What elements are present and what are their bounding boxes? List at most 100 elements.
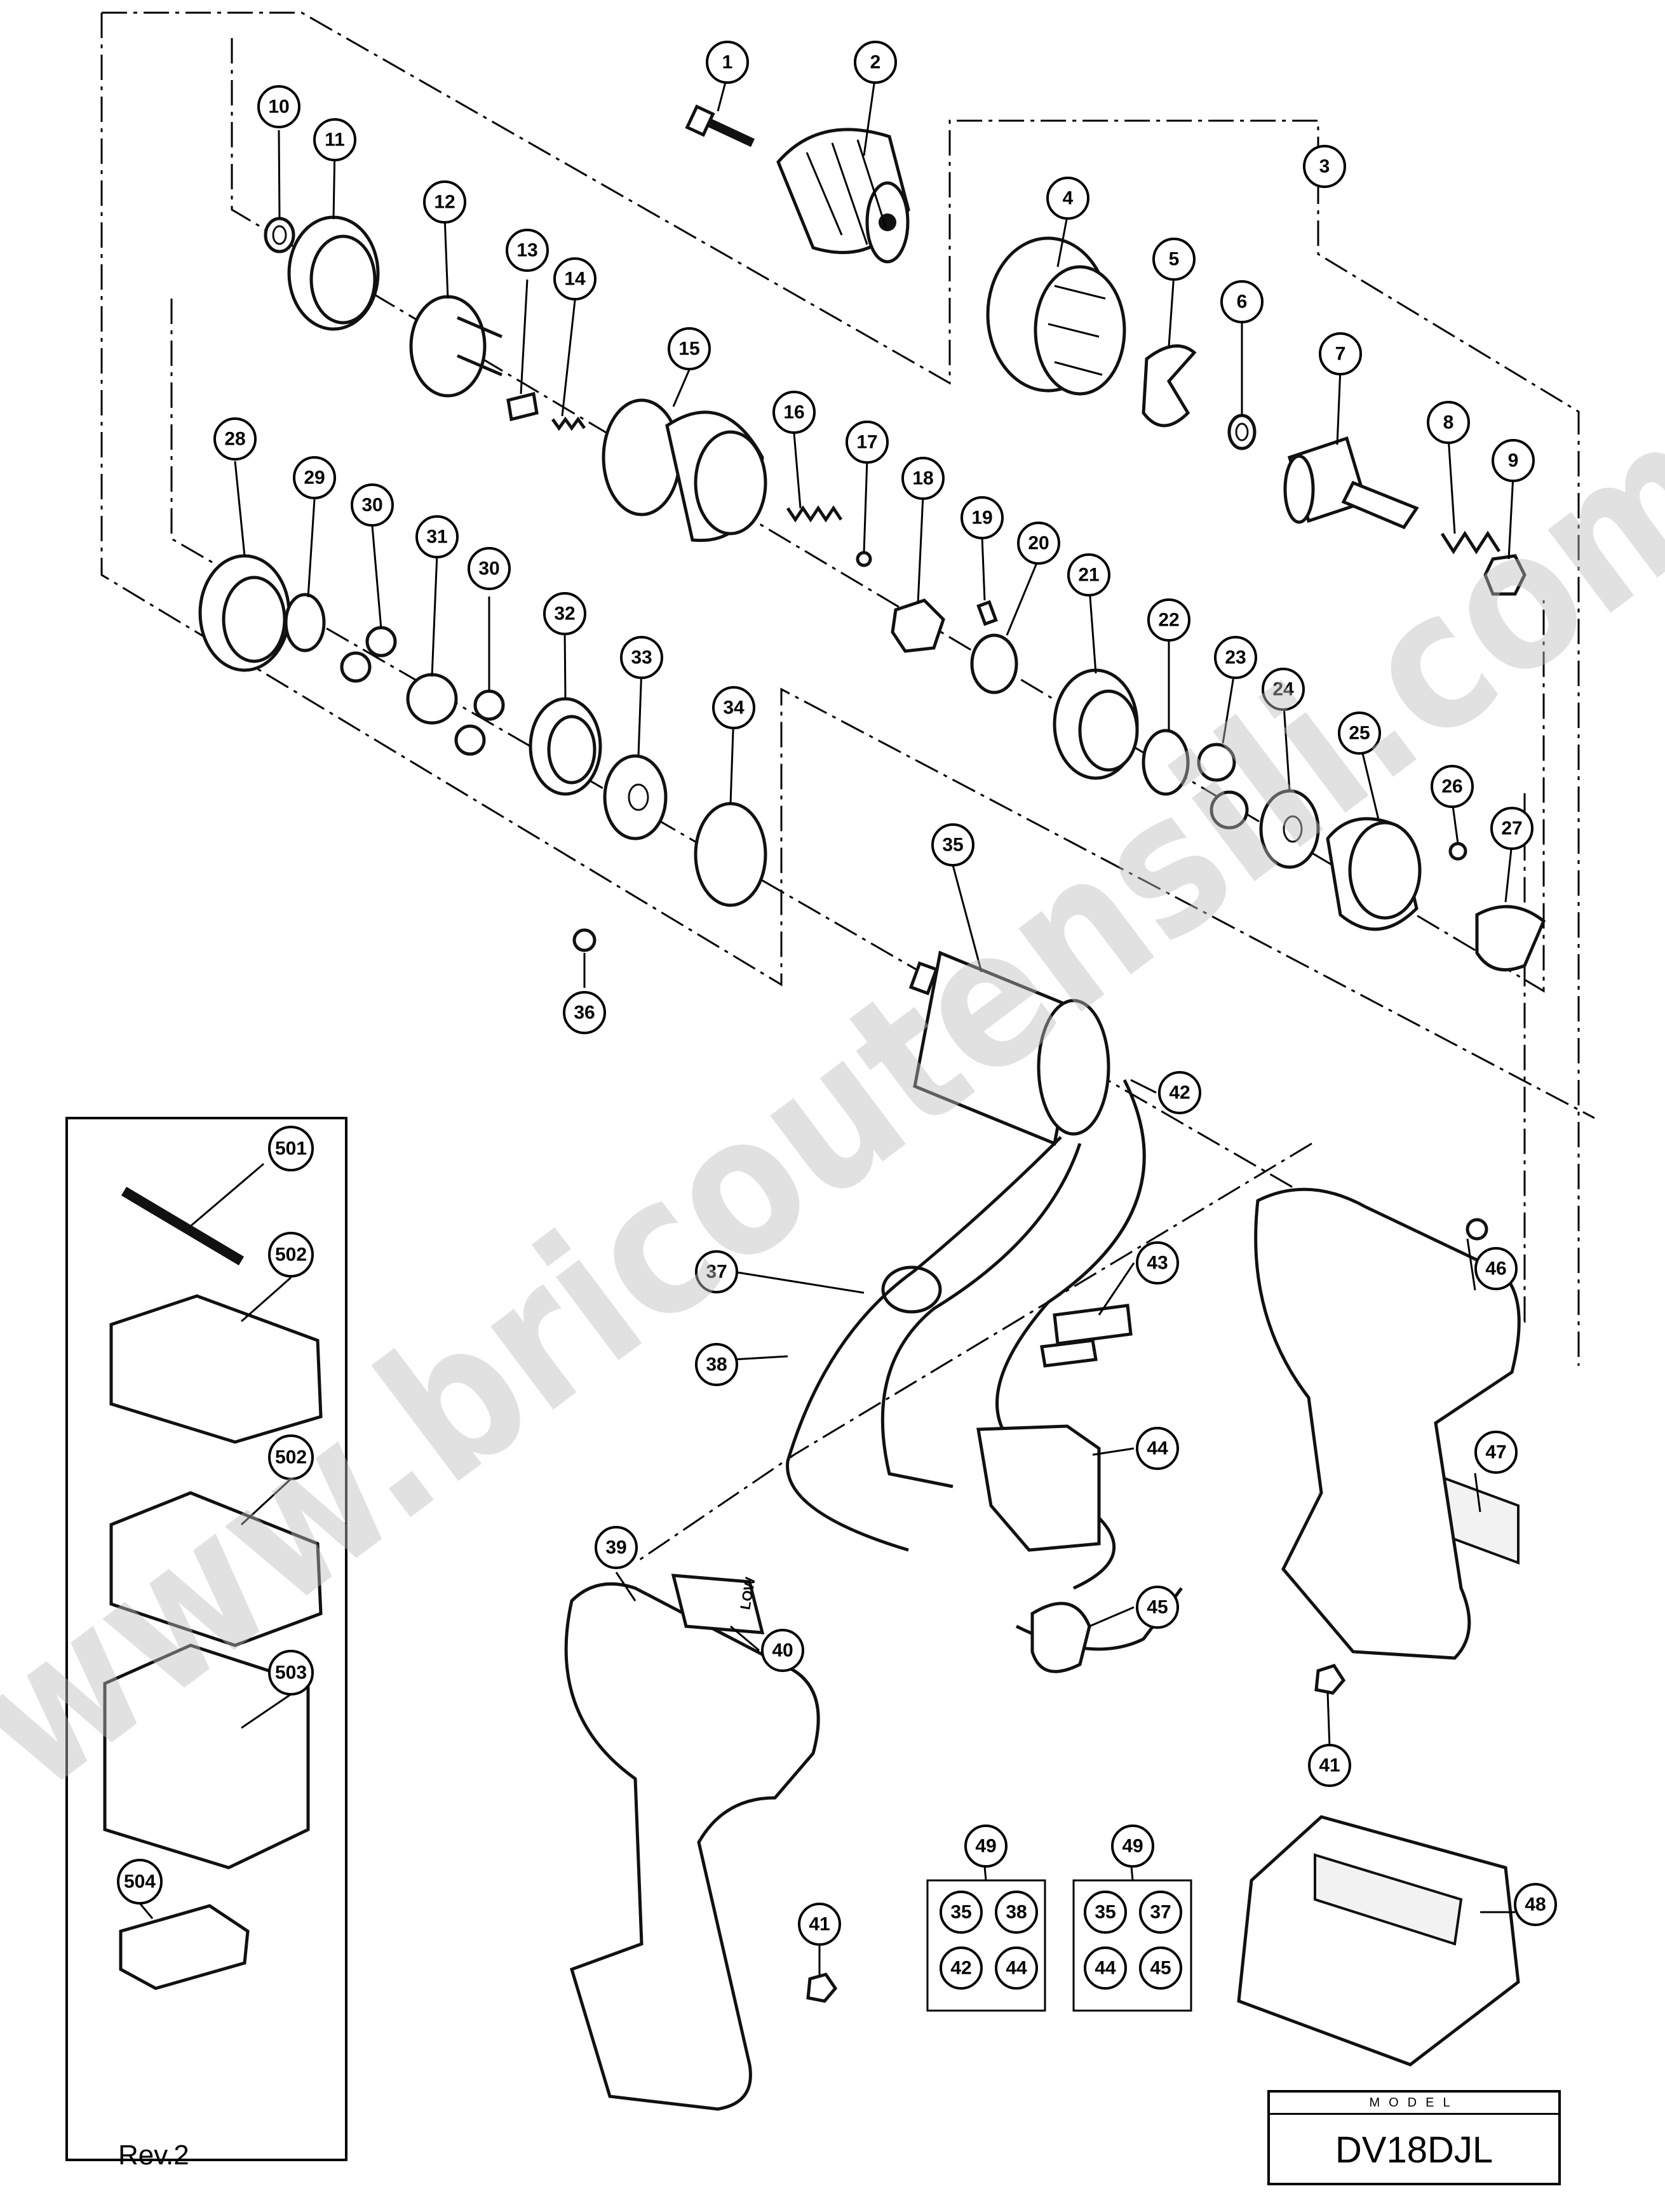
svg-text:28: 28 [224, 429, 245, 450]
svg-text:38: 38 [706, 1354, 727, 1375]
part-43-pad [1040, 1304, 1133, 1368]
svg-text:10: 10 [268, 97, 289, 118]
part-14-spring [551, 416, 586, 431]
part-45-cover [1030, 1602, 1091, 1673]
callout-41b: 41 [1308, 1744, 1351, 1787]
svg-text:7: 7 [1335, 344, 1346, 365]
callout-20: 20 [1017, 522, 1060, 565]
part-24-washer [1259, 789, 1320, 869]
part-05-clip [1142, 344, 1197, 428]
svg-text:12: 12 [434, 192, 455, 213]
svg-text:29: 29 [304, 468, 325, 489]
svg-text:25: 25 [1349, 723, 1370, 744]
part-10-washer [264, 217, 295, 253]
callout-35: 35 [931, 823, 974, 867]
callout-42: 42 [1158, 1071, 1201, 1114]
callout-37: 37 [695, 1250, 738, 1293]
part-20-bushing [970, 633, 1018, 694]
svg-text:39: 39 [605, 1537, 626, 1558]
callout-29: 29 [293, 456, 336, 499]
callout-21: 21 [1067, 553, 1110, 597]
part-16-spring [786, 505, 843, 523]
part-35-motor [908, 950, 1110, 1146]
callout-49b: 49 [1111, 1824, 1154, 1868]
part-22-carrier [1142, 729, 1190, 796]
part-34-plate [694, 802, 767, 907]
callout-46: 46 [1474, 1247, 1518, 1290]
svg-text:13: 13 [516, 240, 537, 261]
model-caption: MODEL [1270, 2093, 1558, 2115]
callout-502b: 502 [268, 1434, 314, 1480]
part-25-housing [1326, 817, 1422, 931]
part-40-shift-knob [671, 1574, 765, 1635]
part-44-switch [976, 1424, 1101, 1552]
svg-text:46: 46 [1485, 1258, 1506, 1279]
svg-text:49: 49 [975, 1836, 996, 1857]
svg-text:18: 18 [912, 468, 933, 489]
part-18-nut [891, 598, 945, 653]
svg-text:45: 45 [1147, 1597, 1168, 1618]
kit-b-item-3: 44 [1084, 1946, 1127, 1990]
part-30-planet-gears [340, 626, 505, 756]
callout-25: 25 [1338, 711, 1381, 755]
part-27-clip [1475, 905, 1546, 972]
svg-text:40: 40 [772, 1640, 793, 1661]
svg-text:21: 21 [1078, 565, 1099, 586]
callout-12: 12 [423, 180, 466, 224]
wiring-harness [786, 1079, 1183, 1651]
callout-13: 13 [506, 229, 549, 272]
callout-28: 28 [213, 417, 257, 461]
callout-501: 501 [268, 1126, 314, 1171]
part-502-charger [109, 1294, 323, 1647]
svg-text:32: 32 [554, 604, 575, 624]
callout-10: 10 [257, 85, 300, 128]
svg-text:501: 501 [275, 1138, 307, 1159]
kit-b-item-1: 35 [1084, 1891, 1127, 1934]
svg-text:503: 503 [275, 1662, 307, 1683]
svg-text:44: 44 [1095, 1958, 1116, 1979]
callout-48: 48 [1514, 1883, 1557, 1926]
svg-text:35: 35 [950, 1902, 971, 1923]
part-07-spindle [1283, 436, 1419, 530]
part-12-carrier [409, 295, 502, 398]
svg-text:2: 2 [870, 52, 881, 73]
part-37-wiring-connector [881, 1265, 942, 1314]
svg-text:502: 502 [275, 1244, 307, 1265]
svg-text:37: 37 [1150, 1902, 1171, 1923]
callout-15: 15 [668, 327, 711, 370]
svg-text:6: 6 [1237, 292, 1248, 313]
part-15-gear-case [602, 398, 767, 543]
kit-a-item-4: 44 [995, 1946, 1038, 1990]
svg-text:37: 37 [706, 1262, 727, 1283]
svg-text:31: 31 [426, 527, 447, 548]
callout-38: 38 [695, 1343, 738, 1386]
part-32-ring-gear [529, 697, 602, 796]
svg-text:24: 24 [1272, 679, 1294, 700]
part-504-holder [119, 1904, 250, 1990]
part-26-screw [1448, 842, 1467, 861]
callout-11: 11 [313, 118, 356, 161]
callout-34: 34 [712, 686, 755, 729]
callout-503: 503 [268, 1650, 314, 1696]
svg-text:47: 47 [1485, 1442, 1506, 1463]
callout-31: 31 [415, 515, 459, 558]
part-11-ring-gear [287, 215, 380, 331]
part-01-screw [685, 104, 755, 147]
callout-22: 22 [1147, 598, 1190, 642]
svg-text:41: 41 [1319, 1755, 1340, 1776]
part-48-battery [1237, 1815, 1520, 2067]
svg-text:42: 42 [1169, 1082, 1190, 1103]
svg-text:30: 30 [478, 558, 499, 579]
callout-43: 43 [1136, 1241, 1179, 1285]
callout-8: 8 [1427, 401, 1470, 444]
svg-text:27: 27 [1501, 818, 1522, 839]
part-21-ring-gear [1053, 668, 1139, 780]
callout-17: 17 [846, 421, 889, 464]
part-04-clutch-ring [986, 236, 1126, 396]
part-13-pawl [506, 391, 539, 422]
kit-a-item-1: 35 [940, 1891, 983, 1934]
callout-41a: 41 [798, 1903, 841, 1946]
svg-text:26: 26 [1441, 776, 1462, 797]
kit-a-item-3: 42 [940, 1946, 983, 1990]
